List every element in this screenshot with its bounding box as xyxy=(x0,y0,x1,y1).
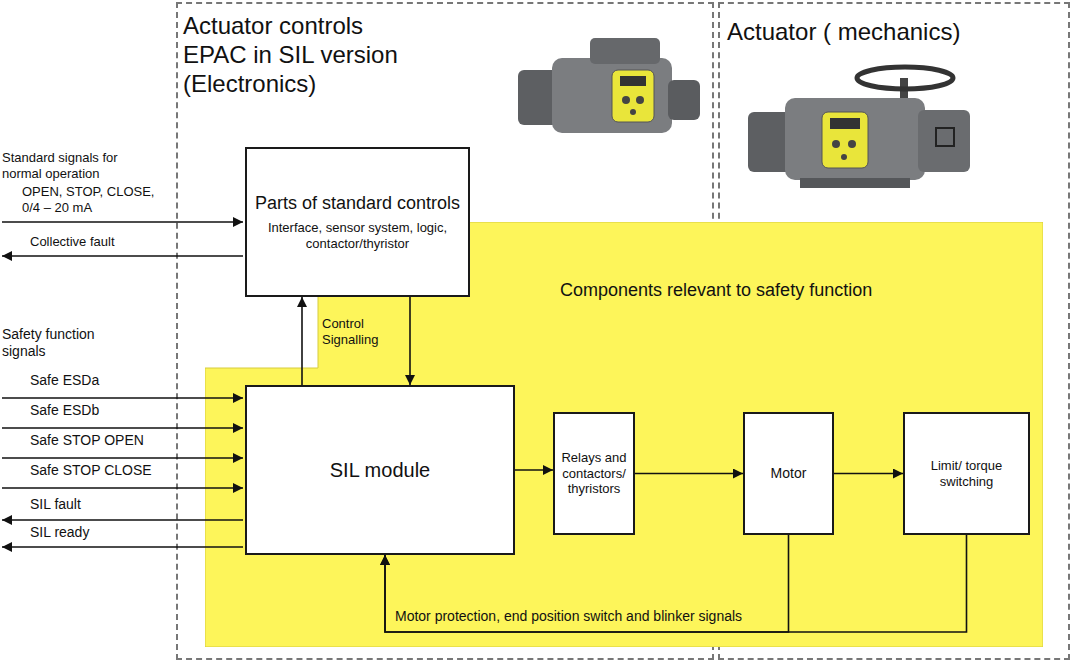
signal-connector xyxy=(409,297,411,385)
sil-module-box: SIL module xyxy=(245,385,515,555)
input-arrow xyxy=(2,397,243,399)
selector xyxy=(636,96,644,104)
local-panel xyxy=(822,112,868,168)
selector xyxy=(622,96,630,104)
process-box: Relays and contactors/ thyristors xyxy=(553,412,635,535)
input-arrow xyxy=(2,427,243,429)
signal-connector xyxy=(301,297,303,385)
signal-connector xyxy=(385,535,967,632)
signal-label: Control Signalling xyxy=(322,316,402,347)
box-title: Parts of standard controls xyxy=(255,193,460,215)
box-title: Relays and contactors/ thyristors xyxy=(559,450,629,497)
side-cover xyxy=(668,80,700,120)
input-arrow xyxy=(2,457,243,459)
input-arrow xyxy=(2,487,243,489)
selector xyxy=(630,109,636,115)
signal-label: OPEN, STOP, CLOSE, 0/4 – 20 mA xyxy=(22,184,167,215)
selector xyxy=(848,140,856,148)
signal-group-label: Standard signals for normal operation xyxy=(2,150,152,181)
controls-photo xyxy=(518,38,700,133)
signal-label: Safe STOP CLOSE xyxy=(30,462,152,479)
display xyxy=(830,118,860,129)
output-arrow xyxy=(2,546,243,548)
display xyxy=(620,76,646,86)
actuator-photo xyxy=(748,67,970,188)
local-panel xyxy=(612,70,654,122)
box-title: SIL module xyxy=(330,458,430,482)
safety-region-fill xyxy=(205,222,1043,647)
signal-connector xyxy=(385,535,789,632)
selector xyxy=(841,154,847,160)
box-title: Motor xyxy=(771,465,807,482)
signal-arrows xyxy=(2,222,243,547)
signal-label: Safe STOP OPEN xyxy=(30,432,144,449)
input-arrow xyxy=(2,221,243,223)
connector-label: Motor protection, end position switch an… xyxy=(392,608,745,625)
signal-label: Collective fault xyxy=(30,234,115,250)
box-title: Limit/ torque switching xyxy=(909,458,1024,489)
flange xyxy=(800,178,910,188)
signal-connector xyxy=(834,473,903,475)
region-heading: Actuator controls EPAC in SIL version (E… xyxy=(183,12,423,98)
output-arrow xyxy=(2,255,243,257)
signal-label: SIL ready xyxy=(30,524,89,541)
handwheel xyxy=(857,67,953,89)
side-cover xyxy=(918,110,970,172)
gear-housing xyxy=(785,98,925,180)
signal-group-label: Safety function signals xyxy=(2,326,114,360)
signal-connector xyxy=(515,469,553,471)
region-heading: Components relevant to safety function xyxy=(560,280,872,302)
box-body: Interface, sensor system, logic, contact… xyxy=(251,220,464,251)
cover xyxy=(590,38,660,64)
signal-label: SIL fault xyxy=(30,496,81,513)
control-box: Parts of standard controlsInterface, sen… xyxy=(245,147,470,297)
region-heading: Actuator ( mechanics) xyxy=(727,18,960,47)
signal-connector xyxy=(635,473,743,475)
process-box: Limit/ torque switching xyxy=(903,412,1030,535)
signal-label: Safe ESDa xyxy=(30,372,99,389)
controls-housing xyxy=(552,58,672,133)
output-square xyxy=(936,128,954,146)
selector xyxy=(832,140,840,148)
process-box: Motor xyxy=(743,412,834,535)
signal-label: Safe ESDb xyxy=(30,402,99,419)
output-arrow xyxy=(2,519,243,521)
